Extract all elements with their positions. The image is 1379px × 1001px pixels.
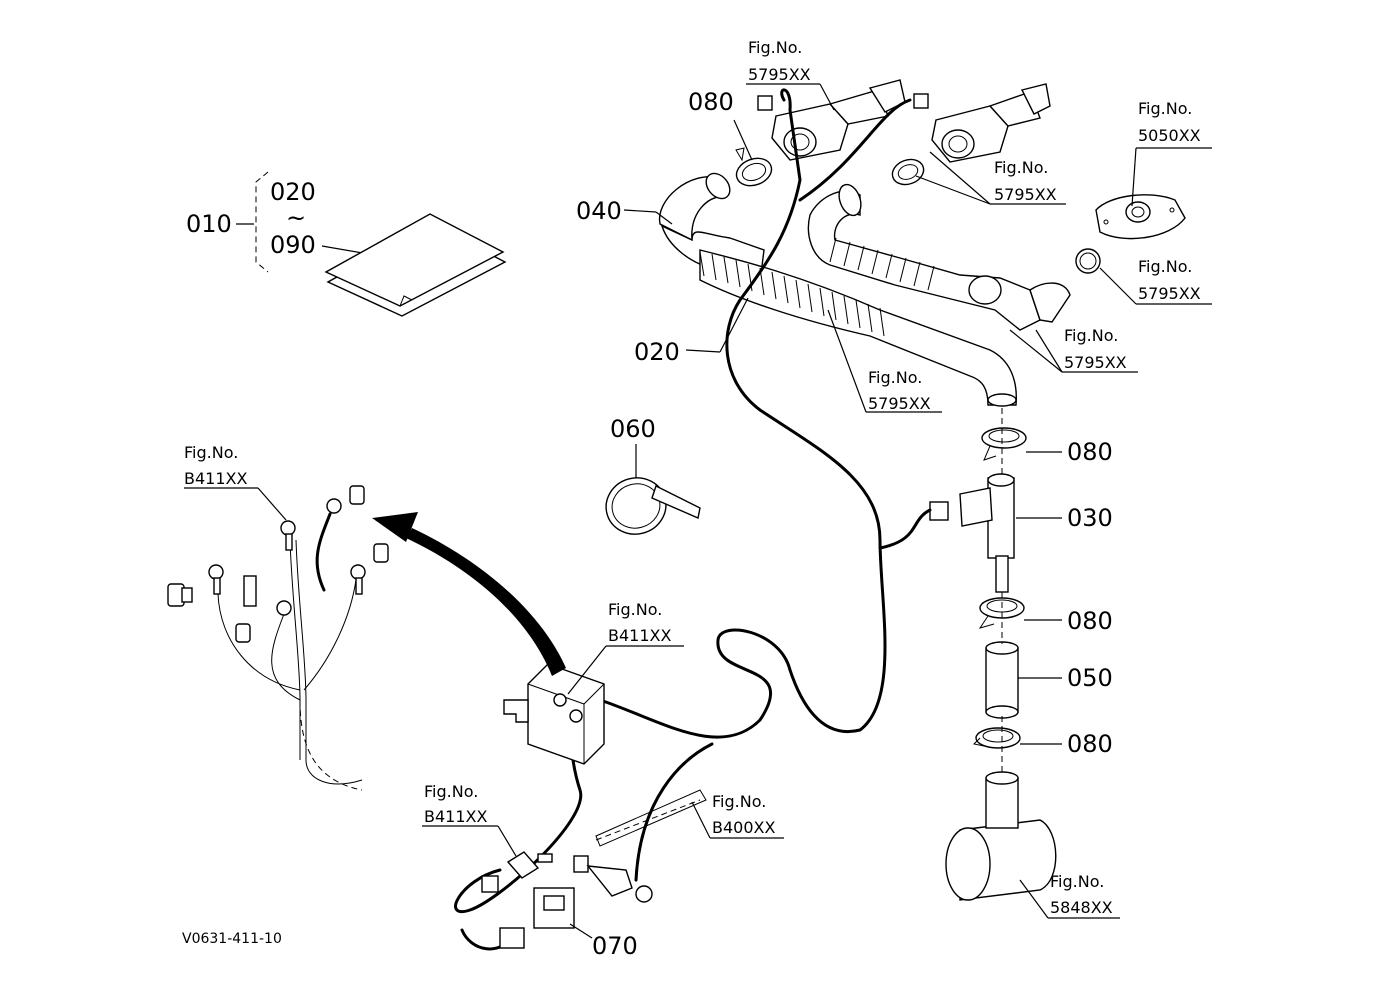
hose-050 [985, 641, 1019, 719]
part-label-020: 020 [634, 338, 680, 366]
sensor-wire-upper [798, 98, 912, 202]
connector-cap-icon [757, 95, 773, 111]
part-label-040: 040 [576, 197, 622, 225]
figure-references: Fig.No. 5795XX Fig.No. 5795XX Fig.No. 50… [184, 38, 1201, 917]
ring-clamp-right [1075, 248, 1101, 274]
sensor-wire-030 [878, 508, 932, 550]
fig-ref-number: 5795XX [994, 185, 1057, 204]
fig-ref-number: 5795XX [868, 394, 931, 413]
fig-ref-number: 5848XX [1050, 898, 1113, 917]
hose-upper [807, 183, 1071, 331]
cable-tie-060 [605, 477, 701, 535]
fig-ref-label: Fig.No. [1064, 326, 1118, 345]
fig-ref-label: Fig.No. [1138, 257, 1192, 276]
connector-cap-icon [913, 93, 929, 109]
bolt-icon [167, 485, 389, 643]
hose-clamp-080-1 [981, 427, 1027, 461]
thermostat-cover [1095, 194, 1186, 240]
fig-ref-number: B400XX [712, 818, 775, 837]
connector-bracket [503, 663, 605, 765]
part-range-tilde: ~ [286, 204, 306, 232]
fig-ref-number: B411XX [424, 807, 487, 826]
ring-terminal-icon [208, 498, 366, 616]
fig-ref-number: 5050XX [1138, 126, 1201, 145]
fig-ref-label: Fig.No. [1050, 872, 1104, 891]
fig-ref-label: Fig.No. [1138, 99, 1192, 118]
part-label-060: 060 [610, 415, 656, 443]
hose-020 [699, 249, 1017, 407]
part-label-080-top: 080 [688, 88, 734, 116]
part-labels: 080 040 020 060 080 030 080 050 080 070 [576, 88, 1113, 960]
fig-ref-label: Fig.No. [868, 368, 922, 387]
ground-terminal-icon [573, 855, 653, 903]
fig-ref-label: Fig.No. [748, 38, 802, 57]
leader-lines [184, 83, 1212, 939]
hose-clamp-080-top [735, 147, 773, 187]
part-label-080-1: 080 [1067, 438, 1113, 466]
lower-connectors [481, 789, 707, 949]
direction-arrow [372, 512, 566, 676]
fig-ref-label: Fig.No. [608, 600, 662, 619]
fig-ref-label: Fig.No. [424, 782, 478, 801]
fig-ref-number: B411XX [184, 469, 247, 488]
part-label-080-2: 080 [1067, 607, 1113, 635]
fig-ref-label: Fig.No. [712, 792, 766, 811]
sensor-030 [929, 473, 1015, 593]
part-label-050: 050 [1067, 664, 1113, 692]
top-sensor-right [913, 83, 1051, 163]
sensor-wire-main [454, 88, 887, 914]
hose-clamp-mid [891, 158, 925, 186]
part-label-030: 030 [1067, 504, 1113, 532]
part-010-manual-group: 010 020 ~ 090 [186, 171, 507, 317]
fig-ref-number: 5795XX [748, 65, 811, 84]
manual-sheet-icon [324, 213, 507, 317]
part-label-090: 090 [270, 231, 316, 259]
branch-wire-ground [634, 742, 714, 882]
hose-clamp-080-3 [972, 727, 1021, 749]
connector-cap-icon [929, 501, 949, 521]
fig-ref-label: Fig.No. [994, 158, 1048, 177]
top-sensor-left [757, 79, 906, 161]
fig-ref-label: Fig.No. [184, 443, 238, 462]
fig-ref-number: B411XX [608, 626, 671, 645]
part-label-080-3: 080 [1067, 730, 1113, 758]
harness-detail [167, 485, 389, 791]
part-label-020-set: 020 [270, 178, 316, 206]
fig-ref-number: 5795XX [1138, 284, 1201, 303]
pipe-tee [945, 771, 1057, 901]
part-label-010: 010 [186, 210, 232, 238]
part-label-070: 070 [592, 932, 638, 960]
diagram-code: V0631-411-10 [182, 931, 282, 947]
fig-ref-number: 5795XX [1064, 353, 1127, 372]
